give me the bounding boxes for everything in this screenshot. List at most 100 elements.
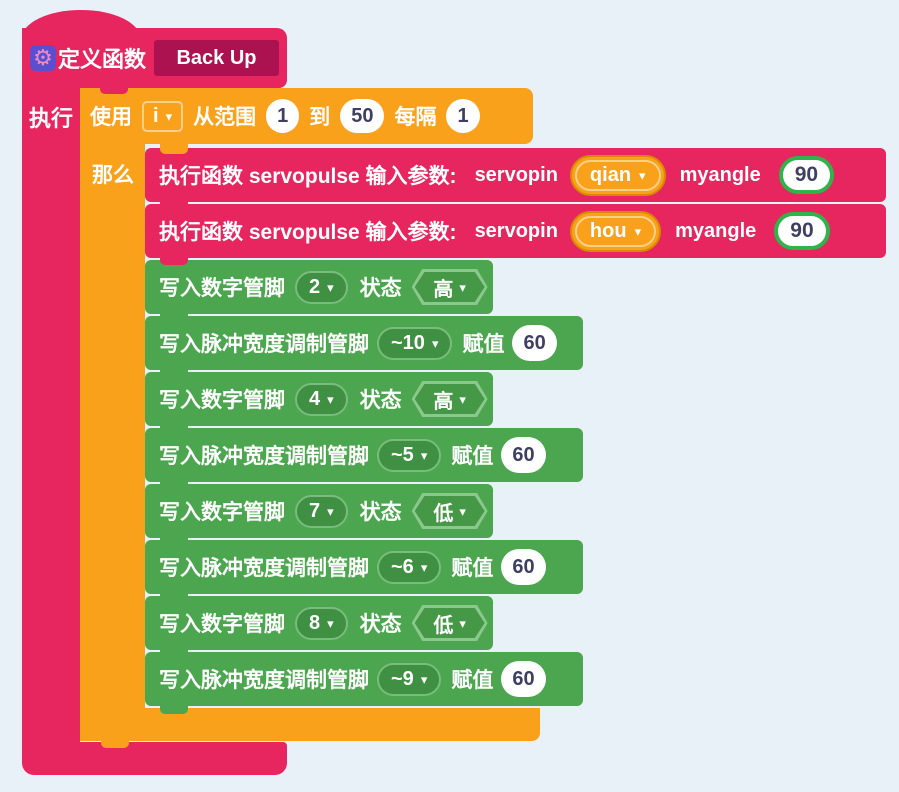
- assign-label: 赋值: [462, 333, 505, 356]
- pwm-value[interactable]: 60: [512, 325, 557, 361]
- to-label: 到: [309, 106, 331, 129]
- assign-label: 赋值: [451, 557, 494, 580]
- block-tab: [160, 537, 188, 545]
- block-tab: [100, 88, 128, 94]
- dropdown-arrow-icon: ▾: [639, 167, 646, 183]
- pwm-write-block[interactable]: 写入脉冲宽度调制管脚 ~6▾ 赋值 60: [145, 537, 583, 594]
- pwm-write-label: 写入脉冲宽度调制管脚: [159, 557, 369, 580]
- pin-dropdown[interactable]: 2▾: [295, 270, 348, 304]
- pin-value: 4: [309, 387, 321, 410]
- pin-dropdown[interactable]: 8▾: [295, 606, 348, 640]
- dropdown-arrow-icon: ▾: [327, 503, 334, 519]
- state-value: 高: [433, 390, 454, 413]
- loop-body-column: 那么: [80, 144, 145, 708]
- pwm-value[interactable]: 60: [501, 661, 546, 697]
- digital-write-label: 写入数字管脚: [159, 277, 285, 300]
- assign-label: 赋值: [451, 669, 494, 692]
- dropdown-arrow-icon: ▾: [420, 559, 428, 575]
- servopin-dropdown-block[interactable]: qian ▾: [569, 154, 666, 196]
- function-define-block[interactable]: ⚙ 定义函数 Back Up: [22, 28, 287, 88]
- param1-label: servopin: [474, 219, 558, 242]
- loop-from-value[interactable]: 1: [266, 99, 300, 133]
- do-label: 执行: [28, 106, 73, 131]
- state-label: 状态: [359, 389, 402, 412]
- servopin-dropdown-field[interactable]: qian ▾: [574, 159, 661, 191]
- param2-label: myangle: [679, 163, 761, 186]
- state-dropdown[interactable]: 低▾: [411, 493, 488, 529]
- pwm-pin-value: ~5: [391, 443, 414, 466]
- dropdown-arrow-icon: ▾: [459, 391, 466, 407]
- myangle-value[interactable]: 90: [778, 156, 835, 194]
- block-tab: [160, 369, 188, 377]
- state-dropdown-inner: 高▾: [414, 272, 485, 302]
- state-dropdown-inner: 高▾: [414, 384, 485, 414]
- state-dropdown-inner: 低▾: [414, 608, 485, 638]
- state-dropdown[interactable]: 高▾: [411, 381, 488, 417]
- dropdown-arrow-icon: ▾: [459, 615, 466, 631]
- param2-label: myangle: [675, 219, 757, 242]
- function-block-bottom: [22, 740, 287, 775]
- loop-variable-dropdown[interactable]: i ▾: [142, 100, 184, 132]
- gear-icon[interactable]: ⚙: [30, 45, 56, 71]
- dropdown-arrow-icon: ▾: [165, 108, 173, 124]
- block-tab: [160, 313, 188, 321]
- block-tab: [160, 705, 188, 714]
- pin-dropdown[interactable]: 7▾: [295, 494, 348, 528]
- pwm-write-block[interactable]: 写入脉冲宽度调制管脚 ~10 ▾ 赋值 60: [145, 313, 583, 370]
- dropdown-arrow-icon: ▾: [459, 503, 466, 519]
- pwm-write-block[interactable]: 写入脉冲宽度调制管脚 ~5▾ 赋值 60: [145, 425, 583, 482]
- pwm-write-block[interactable]: 写入脉冲宽度调制管脚 ~9▾ 赋值 60: [145, 649, 583, 706]
- state-value: 低: [433, 502, 454, 525]
- then-label: 那么: [92, 164, 134, 187]
- dropdown-arrow-icon: ▾: [634, 223, 642, 239]
- block-tab: [160, 593, 188, 601]
- digital-write-label: 写入数字管脚: [159, 389, 285, 412]
- block-tab: [160, 144, 188, 154]
- state-value: 低: [433, 614, 454, 637]
- pwm-pin-dropdown[interactable]: ~6▾: [377, 550, 442, 584]
- servopin-value: qian: [589, 163, 632, 186]
- function-name-field[interactable]: Back Up: [154, 40, 279, 76]
- block-tab: [101, 740, 129, 748]
- loop-to-value[interactable]: 50: [340, 99, 385, 133]
- servopin-value: hou: [589, 219, 627, 242]
- range-label: 从范围: [193, 106, 257, 129]
- pwm-pin-value: ~9: [391, 667, 414, 690]
- myangle-value[interactable]: 90: [774, 212, 830, 250]
- pwm-write-label: 写入脉冲宽度调制管脚: [159, 333, 369, 356]
- pwm-write-label: 写入脉冲宽度调制管脚: [159, 445, 369, 468]
- dropdown-arrow-icon: ▾: [431, 335, 439, 351]
- state-value: 高: [433, 278, 454, 301]
- pwm-pin-dropdown[interactable]: ~10 ▾: [377, 326, 453, 360]
- servopin-dropdown-field[interactable]: hou ▾: [574, 215, 657, 247]
- loop-variable-value: i: [153, 104, 159, 127]
- call-label: 执行函数 servopulse 输入参数:: [159, 165, 457, 188]
- pwm-write-label: 写入脉冲宽度调制管脚: [159, 669, 369, 692]
- dropdown-arrow-icon: ▾: [327, 615, 334, 631]
- block-tab: [160, 649, 188, 657]
- pwm-pin-dropdown[interactable]: ~9▾: [377, 662, 442, 696]
- block-tab: [160, 425, 188, 433]
- assign-label: 赋值: [451, 445, 494, 468]
- pin-value: 8: [309, 611, 321, 634]
- pin-dropdown[interactable]: 4▾: [295, 382, 348, 416]
- pwm-value[interactable]: 60: [501, 437, 546, 473]
- block-tab: [160, 481, 188, 489]
- function-body-column: 执行: [22, 88, 80, 742]
- pwm-pin-dropdown[interactable]: ~5▾: [377, 438, 442, 472]
- use-label: 使用: [90, 106, 132, 129]
- loop-step-value[interactable]: 1: [446, 99, 480, 133]
- servopin-dropdown-block[interactable]: hou ▾: [569, 210, 662, 252]
- state-dropdown[interactable]: 高▾: [411, 269, 488, 305]
- state-dropdown[interactable]: 低▾: [411, 605, 488, 641]
- loop-block[interactable]: 使用 i ▾ 从范围 1 到 50 每隔 1: [80, 88, 533, 144]
- pwm-pin-value: ~10: [391, 331, 425, 354]
- pwm-value[interactable]: 60: [501, 549, 546, 585]
